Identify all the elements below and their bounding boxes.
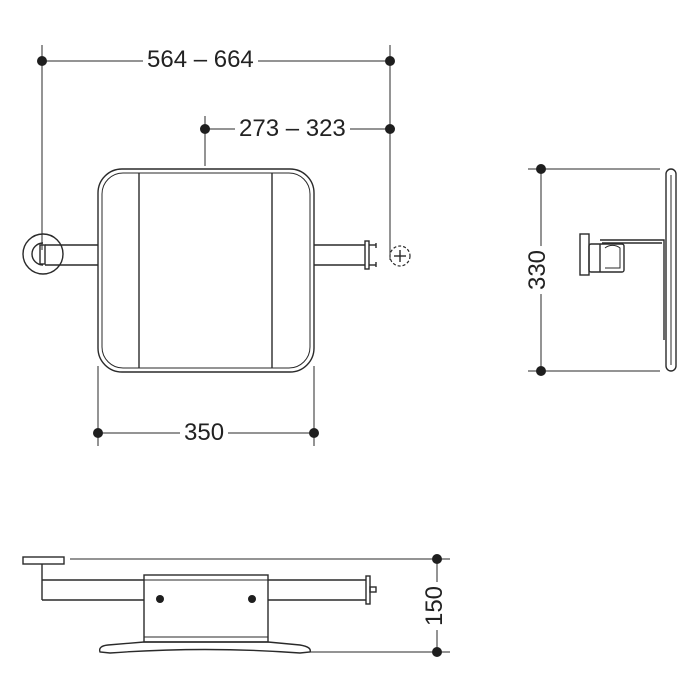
dimension-overall-width: 564 – 664 [143,47,258,73]
side-view [528,164,677,376]
dimension-seat-height: 330 [524,245,552,295]
top-view [22,554,450,657]
front-view [22,45,411,446]
dimension-depth: 150 [421,581,449,631]
dimension-seat-width: 350 [180,420,229,446]
dimension-offset-width: 273 – 323 [235,116,350,142]
